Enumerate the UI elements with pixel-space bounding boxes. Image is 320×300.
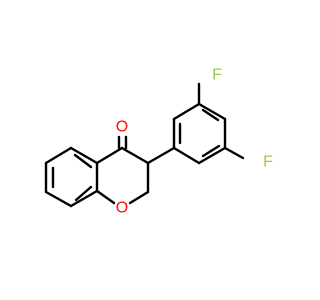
fluorine-top-label: F [212, 67, 222, 84]
bond-aryl-fluorine-bottom [223, 146, 245, 160]
bond-carbonyl-c3 [120, 146, 150, 165]
bond-c4-c5 [69, 189, 99, 208]
bond-c1-c2 [44, 146, 73, 165]
fluorine-bottom-label: F [263, 154, 273, 171]
atom-label-layer: O O F F [116, 67, 273, 217]
bond-ring-oxygen-c5 [95, 189, 116, 205]
bond-benzo-inner-3 [73, 153, 93, 169]
bond-layer [44, 82, 245, 208]
molecule-structure: O O F F [44, 67, 273, 217]
bond-c3-c4 [44, 190, 73, 208]
bond-c3-aryl [146, 146, 176, 165]
bond-ch2-ring-oxygen [128, 190, 150, 205]
bond-aryl-1 [172, 146, 201, 165]
bond-aryl-5 [172, 102, 201, 121]
bond-c6-carbonyl [95, 146, 124, 165]
oxygen-ketone-label: O [116, 119, 128, 136]
bond-aryl-2 [197, 146, 227, 165]
bond-aryl-4 [197, 102, 227, 121]
bond-aryl-inner-2 [201, 144, 221, 158]
molecule-canvas: O O F F [44, 66, 274, 217]
bond-aryl-inner-3 [201, 108, 220, 122]
bond-benzo-inner-2 [74, 185, 93, 202]
oxygen-ring-label: O [116, 200, 128, 217]
bond-c6-c1 [69, 146, 99, 165]
